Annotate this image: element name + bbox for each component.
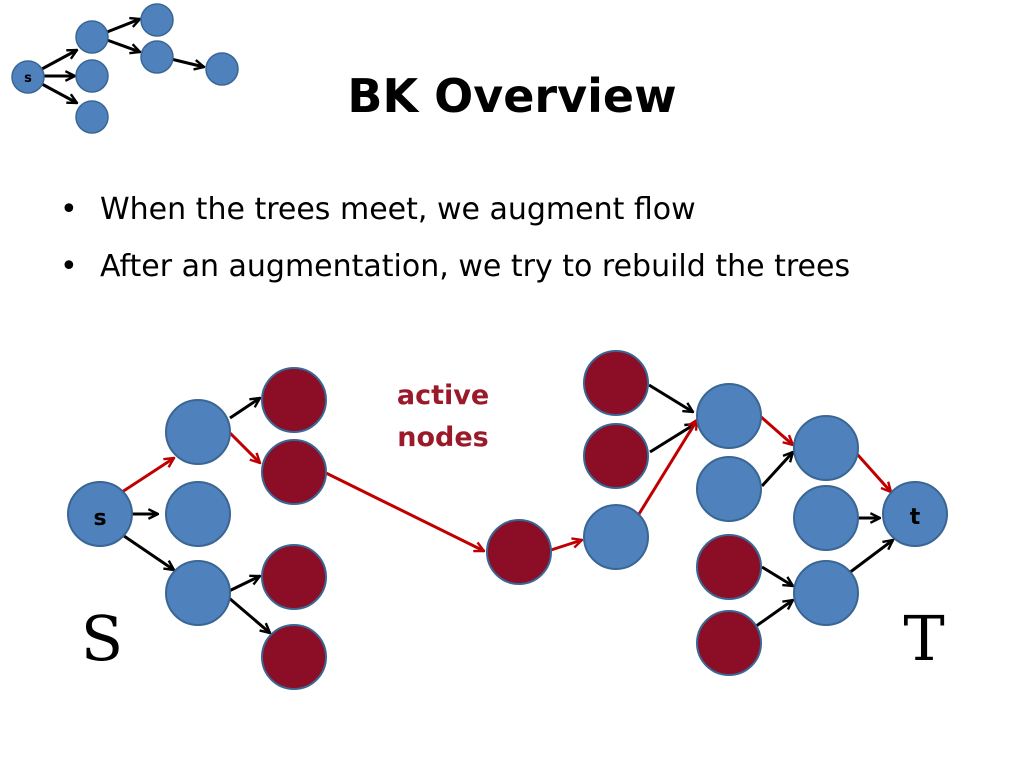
active-node [583,350,649,416]
source-label: s [93,506,106,531]
bullet-dot: • [60,192,78,227]
tree-node [165,560,231,626]
bullet-dot: • [60,249,78,284]
active-node [696,610,762,676]
augmenting-path [121,414,891,553]
active-node [261,544,327,610]
tree-node [696,383,762,449]
bullet-text: After an augmentation, we try to rebuild… [100,249,851,284]
graph-nodes [67,350,948,690]
bullet-item: • When the trees meet, we augment flow [58,186,850,243]
active-node [261,367,327,433]
tree-node [583,504,649,570]
tree-node [793,415,859,481]
tree-edges [123,383,893,633]
tree-node [165,481,231,547]
bullet-text: When the trees meet, we augment flow [100,192,696,227]
active-node [261,439,327,505]
active-node [486,519,552,585]
active-node [261,624,327,690]
sink-node [882,481,948,547]
tree-node [793,485,859,551]
active-node [696,534,762,600]
sink-tree-label: T [903,602,944,675]
active-node [583,423,649,489]
active-nodes-label: active [397,380,489,411]
graph-logo-icon: s [11,3,239,134]
tree-node [793,560,859,626]
tree-node [165,399,231,465]
bullet-list: • When the trees meet, we augment flow • A… [58,186,850,300]
slide-title: BK Overview [347,69,677,123]
tree-node [696,456,762,522]
bullet-item: • After an augmentation, we try to rebuil… [58,243,850,300]
source-node [67,481,133,547]
sink-label: t [910,505,921,530]
active-nodes-label: nodes [397,422,488,453]
source-tree-label: S [81,602,123,675]
logo-source-label: s [24,71,32,86]
